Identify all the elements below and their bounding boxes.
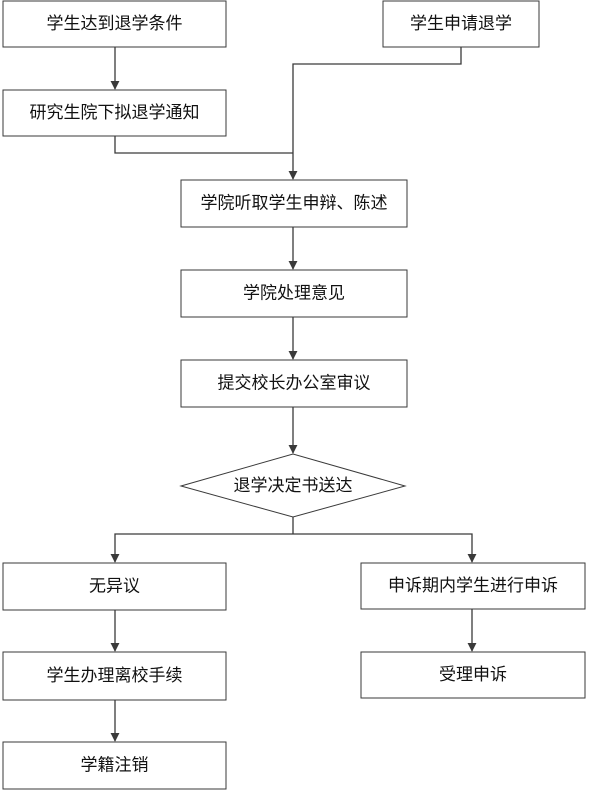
node-hearing: 学院听取学生申辩、陈述 [180,179,408,228]
edge-apply-hearing [288,47,462,180]
edge-split-no-objection [110,533,293,563]
node-apply-label: 学生申请退学 [410,14,512,34]
node-opinion: 学院处理意见 [180,269,408,318]
node-accept: 受理申诉 [360,651,586,699]
node-notice-label: 研究生院下拟退学通知 [30,103,200,123]
connectors [110,47,477,742]
node-notice: 研究生院下拟退学通知 [2,89,227,137]
node-apply: 学生申请退学 [382,0,540,48]
node-review: 提交校长办公室审议 [180,359,408,408]
node-accept-label: 受理申诉 [439,665,507,685]
node-condition-label: 学生达到退学条件 [47,14,183,34]
node-no-objection: 无异议 [2,562,227,611]
node-opinion-label: 学院处理意见 [243,284,345,304]
node-appeal: 申诉期内学生进行申诉 [360,562,586,610]
node-procedures: 学生办理离校手续 [2,651,227,701]
node-appeal-label: 申诉期内学生进行申诉 [388,576,558,596]
node-procedures-label: 学生办理离校手续 [47,666,183,686]
node-no-objection-label: 无异议 [89,577,140,597]
node-deliver-label: 退学决定书送达 [234,476,353,496]
edge-notice-hearing [114,136,293,154]
node-cancel-label: 学籍注销 [81,756,149,776]
node-condition: 学生达到退学条件 [2,0,227,48]
edge-split-appeal [293,533,477,563]
node-cancel: 学籍注销 [2,741,227,790]
node-hearing-label: 学院听取学生申辩、陈述 [201,194,388,214]
node-deliver: 退学决定书送达 [179,453,407,518]
node-review-label: 提交校长办公室审议 [218,374,371,394]
